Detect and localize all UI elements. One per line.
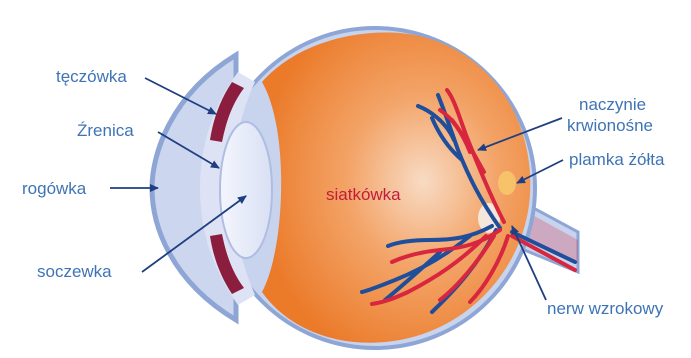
retina-label: siatkówka xyxy=(326,185,401,204)
macula-label: plamka żółta xyxy=(569,150,665,169)
lens xyxy=(220,122,272,258)
lens-label: soczewka xyxy=(37,262,112,281)
pupil-label: Źrenica xyxy=(77,121,134,140)
optic-nerve-label: nerw wzrokowy xyxy=(547,299,664,318)
iris-label: tęczówka xyxy=(56,67,127,86)
cornea-label: rogówka xyxy=(22,179,87,198)
macula xyxy=(498,171,516,195)
blood-vessel-label-line1: naczynie xyxy=(579,95,646,114)
blood-vessel-label-line2: krwionośne xyxy=(567,116,653,135)
